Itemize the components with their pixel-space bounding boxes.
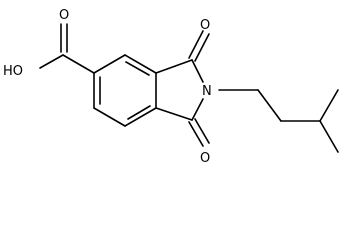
bond-c4-c5 [93, 107, 126, 127]
imide-n-label: N [202, 84, 212, 99]
bond-acid-c-oh [39, 54, 64, 69]
bond-aromatic-inner-1 [125, 61, 150, 76]
bond-aromatic-inner-3 [127, 105, 151, 120]
bond-ch2-ch2 [257, 89, 282, 122]
bond-bottom-c-o-double-b [194, 118, 210, 144]
bond-carbonyl-top-n [191, 59, 204, 83]
bond-c3-c4 [124, 107, 157, 127]
bond-ch-ch3-down [319, 120, 339, 153]
bond-c6-c1 [93, 54, 126, 74]
bond-top-c-o-double-a [188, 30, 204, 59]
bond-c3-carbonyl-bottom [155, 107, 193, 121]
acid-carbonyl-o-label: O [59, 8, 69, 23]
bottom-carbonyl-o-label: O [200, 151, 210, 166]
top-carbonyl-o-label: O [200, 18, 210, 33]
structure-diagram: HO O O O N [3, 8, 339, 166]
bond-c1-c2 [124, 54, 157, 74]
hydroxyl-label: HO [3, 64, 23, 79]
bond-top-c-o-double-b [194, 33, 210, 62]
bond-carbonyl-bottom-n [191, 98, 204, 121]
bond-ring-to-acid-carbon [62, 54, 95, 74]
bond-ch-ch3-up [319, 89, 339, 122]
bond-c2-carbonyl-top [155, 59, 193, 74]
bond-bottom-c-o-double-a [188, 121, 204, 147]
